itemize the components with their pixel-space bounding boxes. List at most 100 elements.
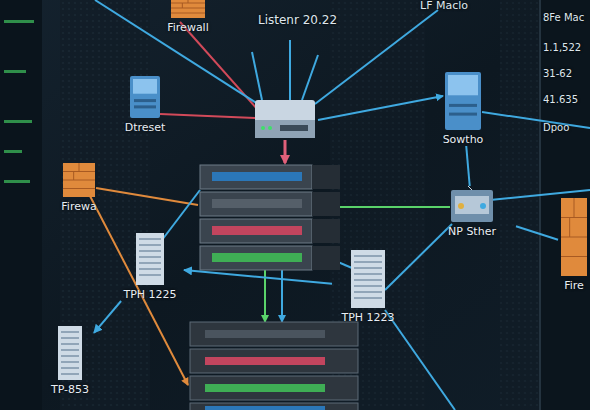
device-node: Dtreset (115, 76, 175, 134)
wire (162, 190, 200, 240)
readout-text: 8Fe Mac (543, 12, 584, 24)
status-bar (4, 180, 30, 183)
status-bar (4, 20, 34, 23)
server-tower (136, 233, 164, 285)
led-band (212, 253, 302, 262)
server-side (312, 246, 340, 270)
wire (160, 114, 255, 118)
antenna-wire (252, 52, 262, 100)
device-label: Dtreset (125, 121, 166, 134)
wire (284, 140, 287, 163)
server-unit (190, 322, 358, 346)
device-node: NP Sther (428, 186, 516, 238)
rack-panel (500, 0, 540, 410)
switch-body (451, 190, 493, 222)
switch-face (455, 196, 489, 214)
network-link (94, 301, 121, 333)
device-icon (351, 250, 385, 308)
brick-line (63, 180, 95, 181)
vent-line (61, 367, 79, 369)
wire (96, 188, 198, 205)
device-node: Firewall (158, 0, 218, 34)
led (268, 126, 272, 130)
network-link (184, 270, 332, 284)
device-slot (134, 105, 156, 108)
brick-line (188, 0, 189, 3)
led-band (212, 172, 302, 181)
server-unit (200, 219, 312, 243)
vent-line (139, 256, 161, 258)
device-node: Firewa (52, 163, 106, 213)
brick-line (182, 3, 183, 8)
device-slot (449, 113, 477, 116)
server-side (312, 192, 340, 216)
brick-line (569, 218, 570, 238)
status-bar (4, 70, 26, 73)
firewall-brick (63, 163, 95, 197)
vent-line (61, 355, 79, 357)
rack-edge (539, 0, 541, 410)
wire (482, 112, 590, 128)
readout-text: 31-62 (543, 68, 572, 80)
status-bar (4, 150, 22, 153)
device-node: Sowtho (432, 72, 494, 146)
server-unit (190, 376, 358, 400)
status-bar (4, 120, 32, 123)
readout-text: 41.635 (543, 94, 578, 106)
vent-line (354, 267, 382, 269)
antenna-wire (289, 40, 291, 100)
led-band (205, 330, 325, 338)
server-tower (351, 250, 385, 308)
device-label: TPH 1225 (123, 288, 176, 301)
wire (281, 270, 283, 322)
device-label: Firewa (61, 200, 96, 213)
led-band (212, 226, 302, 235)
device-node: Fire (558, 198, 590, 292)
vent-line (354, 261, 382, 263)
led-band (205, 357, 325, 365)
device-icon (561, 198, 587, 276)
readout-text: LF Maclo (420, 0, 468, 13)
device-icon (63, 163, 95, 197)
server-unit (200, 246, 312, 270)
vent-line (354, 285, 382, 287)
knob (458, 203, 464, 209)
wire (385, 310, 455, 410)
server-unit (190, 403, 358, 410)
led-band (205, 384, 325, 392)
router-front (255, 120, 315, 138)
firewall-brick (171, 0, 205, 18)
device-icon (136, 233, 164, 285)
device-icon (445, 72, 481, 130)
vent-line (61, 331, 79, 333)
readout-text: 1.1,522 (543, 42, 581, 54)
vent-line (354, 255, 382, 257)
led (261, 126, 265, 130)
readout-text: Dpoo (543, 122, 569, 134)
vent-line (354, 273, 382, 275)
rack-panel (540, 0, 590, 410)
device-label: NP Sther (448, 225, 496, 238)
server-tower (58, 326, 82, 380)
device-node: TPH 1223 (332, 250, 404, 324)
brick-line (561, 237, 587, 238)
device-label: TPH 1223 (341, 311, 394, 324)
device-icon (171, 0, 205, 18)
device-body (445, 72, 481, 130)
vent-line (61, 337, 79, 339)
vent-line (139, 250, 161, 252)
vent-line (139, 274, 161, 276)
device-slot (449, 104, 477, 107)
router-body (255, 100, 315, 138)
device-slot (134, 99, 156, 102)
device-body (130, 76, 160, 118)
vent-line (61, 361, 79, 363)
network-label: Listenr 20.22 (258, 14, 337, 28)
server-unit (190, 349, 358, 373)
vent-line (139, 244, 161, 246)
vent-line (139, 268, 161, 270)
brick-line (171, 8, 205, 9)
